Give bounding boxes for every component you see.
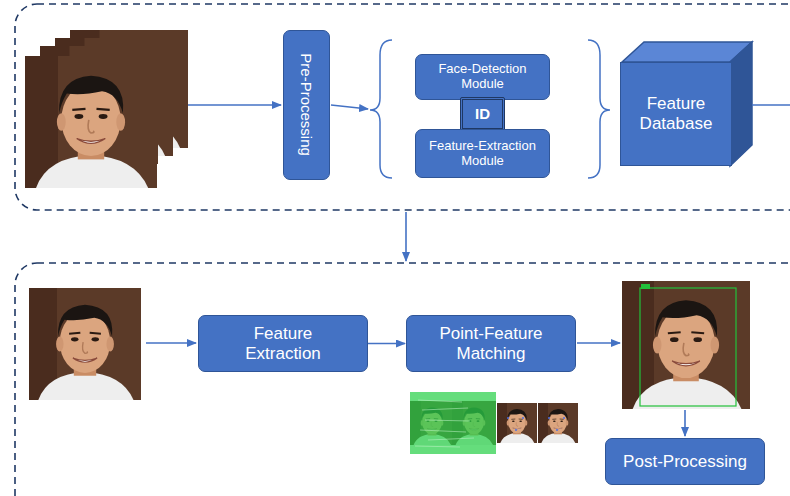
node-label: ID — [475, 105, 490, 122]
node-label: Face-Detection Module — [427, 62, 539, 92]
node-label: Feature Extraction — [233, 324, 333, 363]
process-box: Point-Feature Matching — [406, 315, 576, 372]
node-label: Point-Feature Matching — [426, 324, 556, 363]
upper-panel — [15, 4, 790, 210]
matching-thumbnails — [410, 392, 578, 454]
node-label: Feature-Extraction Module — [427, 139, 539, 169]
module-box: Feature-Extraction Module — [415, 129, 550, 178]
right-brace — [588, 40, 610, 178]
module-box: Face-Detection Module — [415, 54, 550, 100]
process-box: Feature Extraction — [198, 315, 368, 372]
query-face-image — [29, 288, 141, 400]
process-box: Pre-Processing — [283, 30, 330, 180]
cube-side — [730, 42, 752, 166]
result-face-image — [622, 281, 750, 409]
database-cube: Feature Database — [620, 62, 732, 166]
left-brace — [370, 40, 392, 178]
node-label: Pre-Processing — [298, 54, 315, 157]
process-box: Post-Processing — [605, 438, 765, 485]
flow-arrow — [368, 343, 405, 345]
lower-panel — [15, 263, 790, 496]
node-label: Post-Processing — [623, 452, 747, 472]
id-box: ID — [460, 97, 505, 131]
face-image-stack — [25, 30, 188, 188]
node-label: Feature Database — [628, 94, 724, 133]
